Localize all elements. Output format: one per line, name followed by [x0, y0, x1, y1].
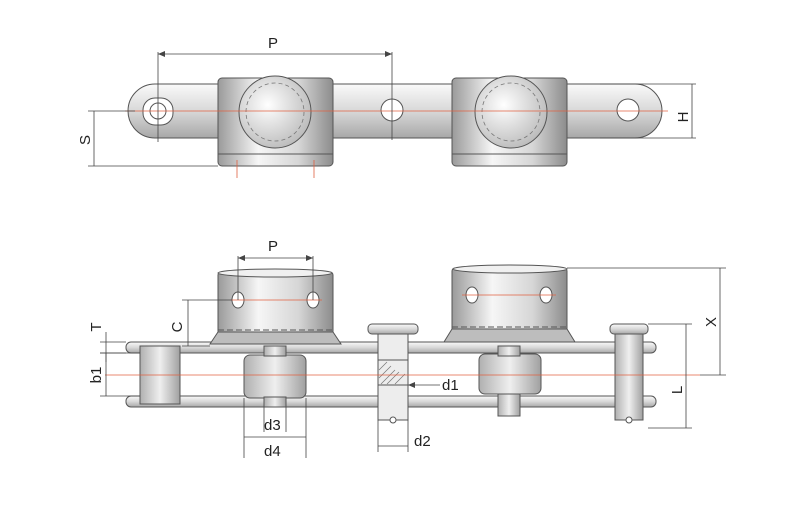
label-inner-width: b1 — [88, 367, 105, 384]
label-height: H — [675, 112, 692, 123]
top-view: P H S — [77, 35, 696, 178]
pin-hole-right — [616, 98, 640, 122]
label-pin-diameter: d1 — [442, 377, 459, 394]
label-pitch-side: P — [268, 238, 278, 255]
side-view: P T C b1 X L d1 d2 — [88, 238, 726, 460]
label-pin-head-diameter: d2 — [414, 433, 431, 450]
roller-left — [243, 354, 307, 399]
label-roller-diameter: d3 — [264, 417, 281, 434]
pin-right — [614, 324, 644, 421]
label-thickness: T — [88, 322, 105, 331]
label-pitch-top: P — [268, 35, 278, 52]
label-c-dim: C — [169, 321, 186, 332]
label-flange-diameter: d4 — [264, 443, 281, 460]
label-attachment-height: X — [703, 317, 720, 327]
boss-right — [474, 75, 548, 149]
label-offset: S — [77, 135, 94, 145]
label-pin-length: L — [669, 386, 686, 394]
boss-left — [238, 75, 312, 149]
roller-right — [478, 353, 542, 395]
